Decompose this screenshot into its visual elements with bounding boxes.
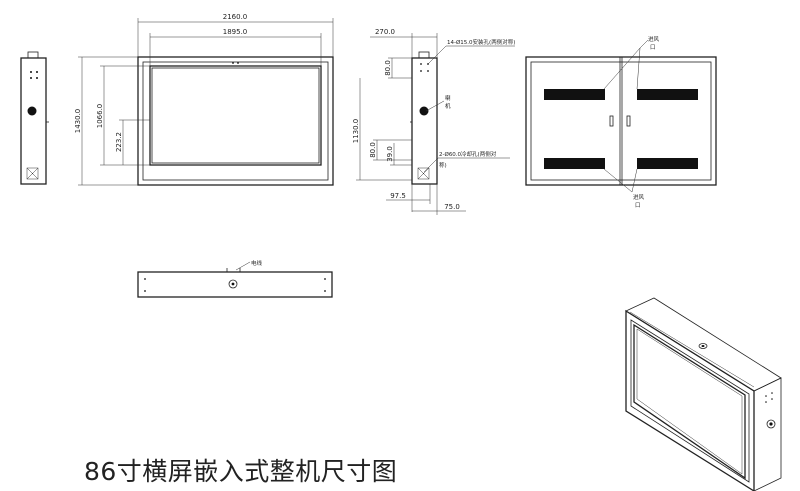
cable-note: 电线 <box>251 259 263 267</box>
side-height-label: 1130.0 <box>352 119 360 144</box>
screen-offset-label: 223.2 <box>115 132 123 152</box>
horn-note-1: 喇 <box>445 94 451 102</box>
bottom-view: 电线 <box>137 259 333 298</box>
vent-top-label-2: 口 <box>650 44 656 51</box>
dim-base-1-label: 97.5 <box>390 192 406 200</box>
dim-bottom-2-label: 39.0 <box>386 146 394 162</box>
dim-base-2-label: 75.0 <box>444 203 460 211</box>
isometric-view <box>625 297 782 491</box>
mount-holes-note: 14-Ø15.0安装孔(两侧对称) <box>447 38 515 46</box>
front-width-label: 2160.0 <box>223 13 248 21</box>
vent-bottom-label-1: 进风 <box>633 193 645 201</box>
vent-top-label-1: 进风 <box>648 35 660 43</box>
depth-label: 270.0 <box>375 28 395 36</box>
dim-top-label: 80.0 <box>384 60 392 76</box>
screen-height-label: 1066.0 <box>96 104 104 129</box>
screen-width-label: 1895.0 <box>223 28 248 36</box>
back-view: 进风 口 进风 口 <box>525 35 717 209</box>
side-dimension-view: 270.0 80.0 1130.0 80.0 39.0 97.5 75.0 14… <box>352 28 515 215</box>
front-view: 2160.0 1895.0 1430.0 1066.0 223.2 <box>74 13 334 186</box>
left-side-view <box>20 51 49 185</box>
front-height-label: 1430.0 <box>74 109 82 134</box>
dim-bottom-1-label: 80.0 <box>369 142 377 158</box>
drawing-caption: 86寸横屏嵌入式整机尺寸图 <box>84 457 397 486</box>
vent-bottom-label-2: 口 <box>635 202 641 209</box>
drain-note-2: 称) <box>439 161 447 169</box>
horn-note-2: 机 <box>445 102 451 110</box>
drain-note: 2-Ø60.0冷却孔(两侧对 <box>439 150 497 158</box>
